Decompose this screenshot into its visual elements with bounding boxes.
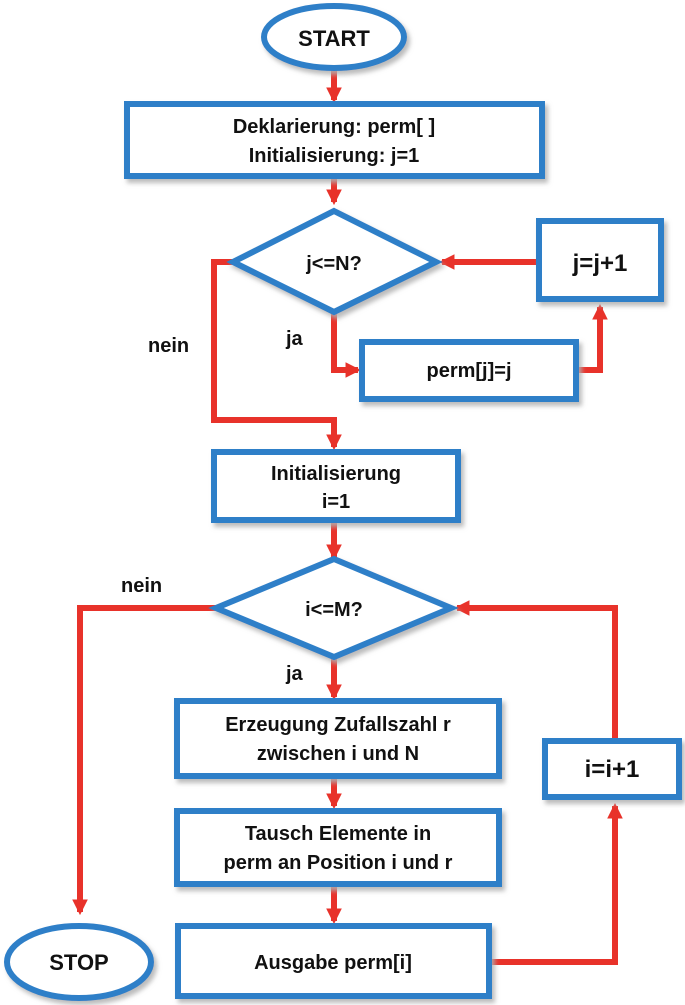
start-node (261, 3, 407, 71)
declaration-label-line2: Initialisierung: j=1 (249, 145, 420, 167)
cond-i-label: i<=M? (305, 599, 363, 621)
arrow-inc-i-to-cond-i (453, 600, 618, 739)
arrow-cond-j-no-to-init-i (211, 259, 342, 451)
edge-label-i-yes: ja (285, 663, 304, 685)
init-i-node (211, 449, 461, 523)
edge-label-j-yes: ja (285, 328, 304, 350)
init-i-label-line1: Initialisierung (271, 463, 401, 485)
arrow-output-to-inc-i (491, 802, 623, 965)
init-i-label-line2: i=1 (322, 491, 350, 513)
output-label: Ausgabe perm[i] (254, 952, 412, 974)
edge-label-i-no: nein (121, 575, 162, 597)
random-label-line1: Erzeugung Zufallszahl r (225, 714, 451, 736)
cond-j-label: j<=N? (305, 253, 362, 275)
inc-i-node (542, 738, 682, 800)
swap-node (174, 808, 502, 887)
arrow-cond-j-yes-to-assign (331, 312, 362, 378)
assign-perm-node (359, 339, 579, 402)
inc-j-label: j=j+1 (572, 250, 628, 277)
start-label: START (298, 26, 370, 51)
swap-label-line1: Tausch Elemente in (245, 823, 431, 845)
arrow-assign-to-inc-j (578, 303, 608, 373)
inc-i-label: i=i+1 (585, 756, 640, 783)
cond-i-node (208, 555, 459, 661)
edge-label-j-no: nein (148, 335, 189, 357)
swap-label-line2: perm an Position i und r (224, 852, 453, 874)
cond-j-node (226, 207, 443, 316)
output-node (175, 923, 492, 999)
stop-node (4, 923, 154, 1001)
declaration-label-line1: Deklarierung: perm[ ] (233, 116, 435, 138)
assign-perm-label: perm[j]=j (426, 360, 511, 382)
declaration-node (124, 101, 545, 179)
inc-j-node (536, 218, 664, 302)
random-node (174, 698, 502, 779)
arrow-cond-i-no-to-stop (72, 605, 216, 916)
random-label-line2: zwischen i und N (257, 743, 419, 765)
stop-label: STOP (49, 950, 109, 975)
